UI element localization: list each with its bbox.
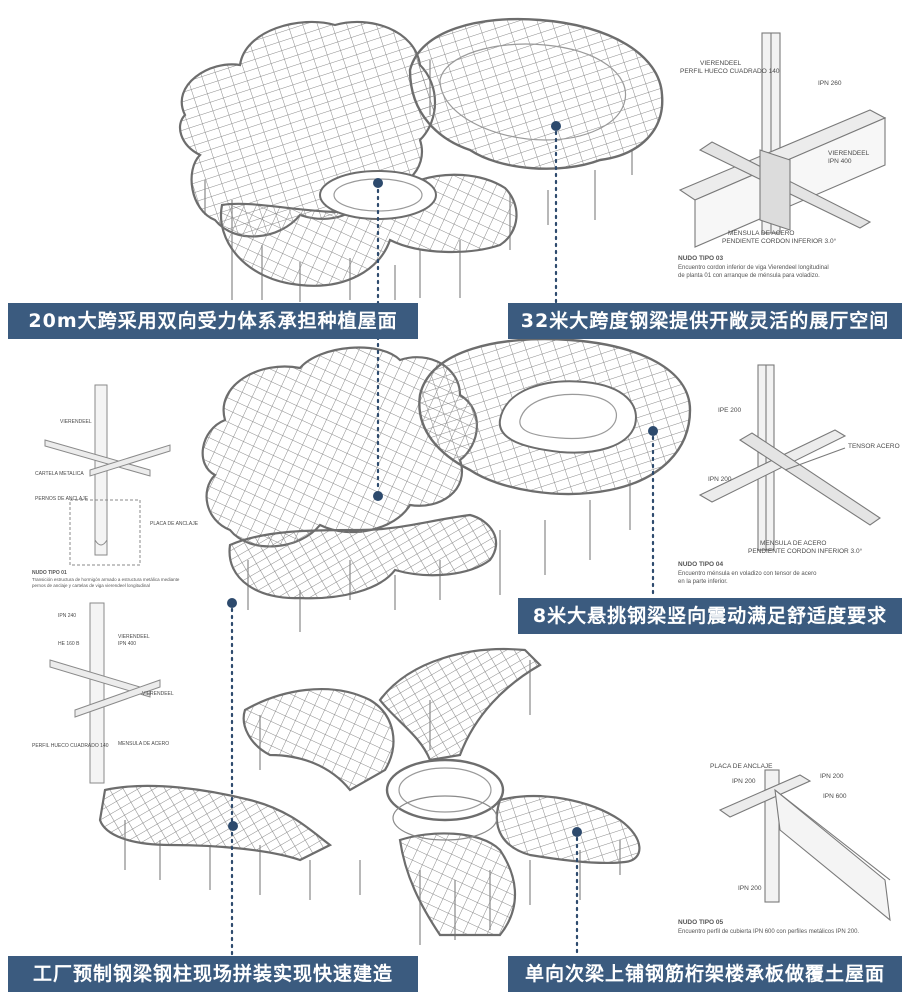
nudo05-anno-1: PLACA DE ANCLAJE	[710, 763, 773, 770]
label-8m-cantilever: 8米大悬挑钢梁竖向震动满足舒适度要求	[518, 598, 902, 634]
nudo02-anno-6: MENSULA DE ACERO	[118, 741, 170, 747]
node-detail-02	[49, 602, 161, 784]
label-prefab-assembly: 工厂预制钢梁钢柱现场拼装实现快速建造	[8, 956, 418, 992]
nudo01-desc-2: pernos de anclaje y cartelas de viga vie…	[32, 583, 150, 588]
nudo04-anno-3: IPN 200	[708, 476, 732, 483]
label-20m-span: 20m大跨采用双向受力体系承担种植屋面	[8, 303, 418, 339]
nudo02-anno-2: HE 160 B	[58, 641, 80, 647]
nudo03-anno-4: VIERENDEEL	[828, 150, 870, 157]
nudo04-anno-4: MENSULA DE ACERO	[760, 540, 827, 547]
nudo05-anno-5: IPN 200	[738, 885, 762, 892]
nudo04-desc-1: Encuentro ménsula en voladizo con tensor…	[678, 571, 817, 577]
nudo01-desc-1: Transición estructura de hormigón armado…	[32, 577, 180, 582]
nudo02-anno-3: VIERENDEEL	[118, 634, 150, 640]
nudo02-anno-7: PERFIL HUECO CUADRADO 140	[32, 743, 109, 749]
nudo03-anno-6: MENSULA DE ACERO	[728, 230, 795, 237]
nudo02-anno-5: VIERENDEEL	[142, 691, 174, 697]
floor-frame-level	[201, 337, 692, 632]
nudo01-anno-2: CARTELA METALICA	[35, 471, 84, 477]
nudo03-desc-2: de planta 01 con arranque de ménsula par…	[678, 273, 820, 279]
nudo04-anno-1: IPE 200	[718, 407, 742, 414]
nudo04-title: NUDO TIPO 04	[678, 561, 724, 568]
node-detail-01	[44, 384, 171, 566]
nudo04-anno-5: PENDIENTE CORDON INFERIOR 3.0°	[748, 548, 863, 555]
nudo03-anno-5: IPN 400	[828, 158, 852, 165]
nudo04-note: NUDO TIPO 04 Encuentro ménsula en voladi…	[678, 560, 816, 586]
node-detail-05	[718, 769, 891, 922]
nudo05-anno-3: IPN 200	[820, 773, 844, 780]
nudo01-anno-3: PERNOS DE ANCLAJE	[35, 496, 89, 502]
node-detail-04	[698, 364, 881, 551]
nudo01-note: NUDO TIPO 01 Transición estructura de ho…	[32, 570, 179, 589]
nudo05-title: NUDO TIPO 05	[678, 919, 724, 926]
nudo03-anno-7: PENDIENTE CORDON INFERIOR 3.0°	[722, 238, 837, 245]
label-32m-span: 32米大跨度钢梁提供开敞灵活的展厅空间	[508, 303, 902, 339]
dotted-connectors	[230, 130, 655, 958]
nudo03-anno-1: VIERENDEEL	[700, 60, 742, 67]
nudo04-desc-2: en la parte inferior.	[678, 579, 728, 585]
nudo05-anno-4: IPN 600	[823, 793, 847, 800]
nudo03-anno-2: PERFIL HUECO CUADRADO 140	[680, 68, 780, 75]
nudo02-anno-4: IPN 400	[118, 641, 137, 647]
nudo05-anno-2: IPN 200	[732, 778, 756, 785]
ground-frame-level	[98, 648, 641, 945]
nudo03-anno-3: IPN 260	[818, 80, 842, 87]
nudo05-note: NUDO TIPO 05 Encuentro perfil de cubiert…	[678, 918, 859, 936]
nudo03-title: NUDO TIPO 03	[678, 255, 724, 262]
label-one-way-secondary-beams: 单向次梁上铺钢筋桁架楼承板做覆土屋面	[508, 956, 902, 992]
roof-frame-level	[178, 17, 664, 302]
nudo05-desc-1: Encuentro perfil de cubierta IPN 600 con…	[678, 929, 860, 935]
nudo03-desc-1: Encuentro cordon inferior de viga Vieren…	[678, 265, 829, 271]
nudo01-title: NUDO TIPO 01	[32, 570, 67, 576]
nudo01-anno-1: VIERENDEEL	[60, 419, 92, 425]
nudo03-note: NUDO TIPO 03 Encuentro cordon inferior d…	[678, 254, 829, 280]
nudo02-anno-1: IPN 240	[58, 613, 77, 619]
nudo01-anno-4: PLACA DE ANCLAJE	[150, 521, 199, 527]
node-detail-03	[678, 32, 887, 248]
nudo04-anno-2: TENSOR ACERO	[848, 443, 900, 450]
